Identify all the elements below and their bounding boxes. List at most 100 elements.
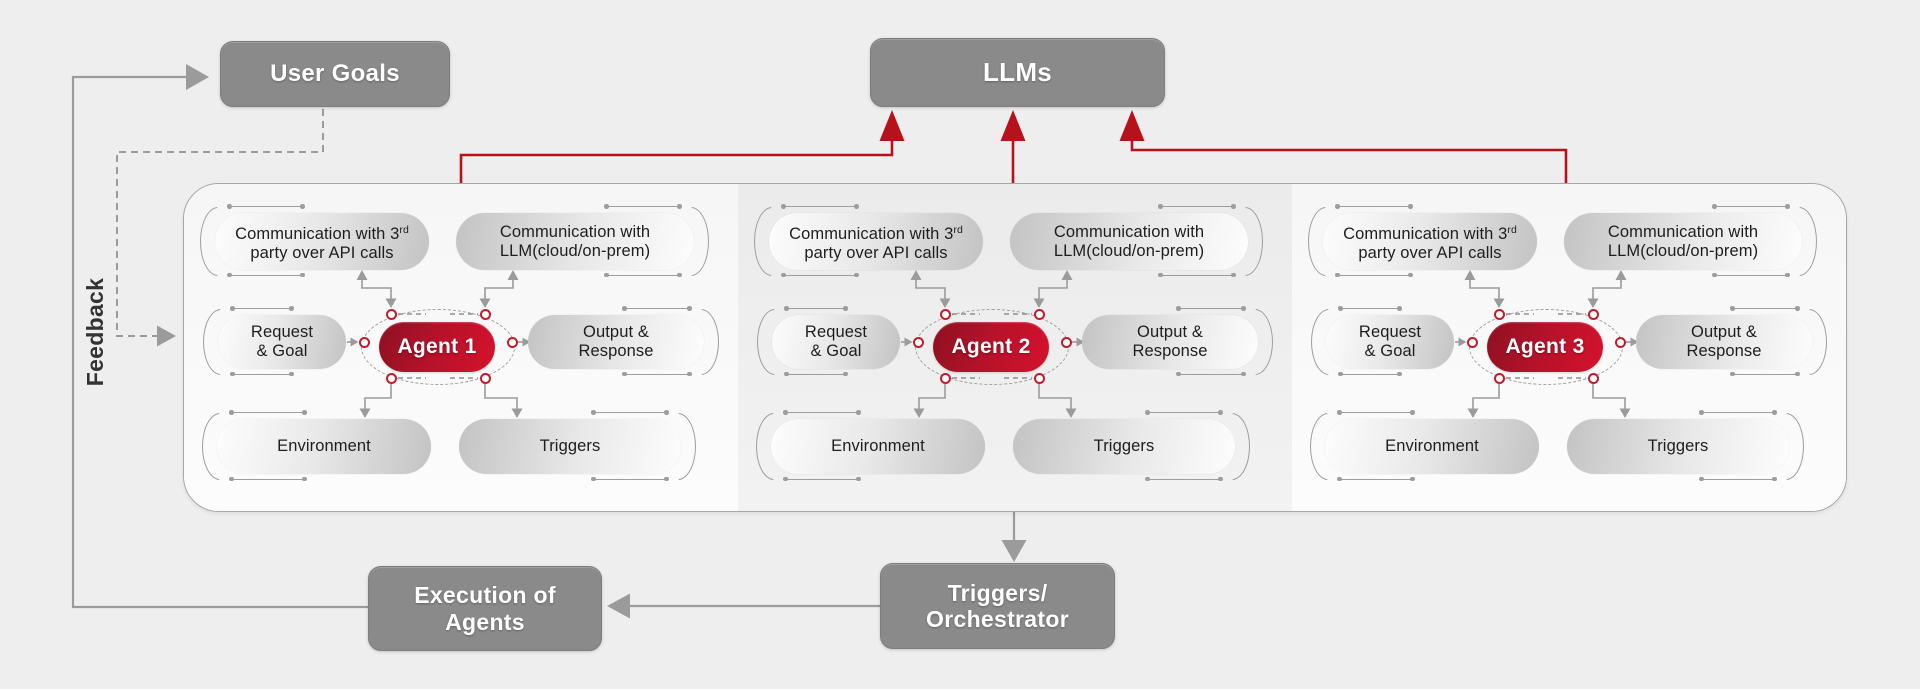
llm-communication-pill: Communication with LLM(cloud/on-prem) bbox=[1010, 204, 1263, 278]
agent-label: Agent 3 bbox=[1505, 335, 1585, 358]
pill-line-decoration bbox=[604, 272, 682, 278]
request-goal-label-line1: Request bbox=[1358, 323, 1422, 341]
output-response-label-line2: Response bbox=[578, 342, 654, 360]
output-response-label-line1: Output & bbox=[1691, 323, 1757, 341]
agent-port-left bbox=[1466, 336, 1478, 348]
third-party-label-line2: party over API calls bbox=[804, 243, 948, 262]
agent-port-bottom-right bbox=[1033, 372, 1045, 384]
output-response-label-line1: Output & bbox=[1137, 323, 1203, 341]
environment-pill: Environment bbox=[202, 410, 431, 482]
pill-line-decoration bbox=[784, 306, 848, 311]
agent-port-right bbox=[1614, 336, 1626, 348]
agent-port-top-right bbox=[1587, 308, 1599, 320]
agent-port-left bbox=[358, 336, 370, 348]
pill-line-decoration bbox=[1145, 410, 1223, 415]
environment-pill: Environment bbox=[756, 410, 985, 482]
agent-node: Agent 1 bbox=[379, 322, 495, 372]
environment-label: Environment bbox=[277, 437, 371, 455]
request-goal-pill: Request & Goal bbox=[757, 306, 900, 377]
llm-communication-pill: Communication with LLM(cloud/on-prem) bbox=[1564, 204, 1817, 278]
panel-connectors bbox=[901, 270, 1085, 418]
pill-line-decoration bbox=[230, 306, 294, 311]
pill-line-decoration bbox=[1158, 204, 1236, 209]
llm-communication-label-line2: LLM(cloud/on-prem) bbox=[1607, 241, 1759, 260]
llm-communication-label-line2: LLM(cloud/on-prem) bbox=[499, 241, 651, 260]
agent-port-bottom-right bbox=[1587, 372, 1599, 384]
agent-port-top-left bbox=[939, 308, 951, 320]
environment-label: Environment bbox=[831, 437, 925, 455]
environment-pill: Environment bbox=[1310, 410, 1539, 482]
connector-request-agent bbox=[901, 337, 913, 347]
agent-port-bottom-left bbox=[1493, 372, 1505, 384]
pill-line-decoration bbox=[591, 476, 669, 482]
pill-line-decoration bbox=[229, 410, 307, 415]
agent-port-right bbox=[1060, 336, 1072, 348]
pill-line-decoration bbox=[622, 371, 692, 377]
triggers-pill: Triggers bbox=[1013, 410, 1250, 482]
connector-agent-triggers bbox=[1592, 384, 1631, 418]
connector-agent-output bbox=[1072, 337, 1085, 347]
triggers-pill: Triggers bbox=[459, 410, 696, 482]
request-goal-label-line2: & Goal bbox=[1364, 342, 1416, 360]
agents-container: Communication with 3rd party over API ca… bbox=[183, 183, 1847, 512]
request-goal-label-line2: & Goal bbox=[256, 342, 308, 360]
triggers-label: Triggers bbox=[539, 437, 601, 455]
agent-port-right bbox=[506, 336, 518, 348]
red-arrow-agent3-to-llms bbox=[1119, 110, 1568, 184]
arrow-container-to-orchestrator bbox=[1001, 511, 1027, 562]
llm-communication-label-line1: Communication with bbox=[1607, 222, 1759, 241]
connector-agent-thirdparty bbox=[1464, 270, 1505, 308]
pill-line-decoration bbox=[781, 204, 859, 209]
pill-line-decoration bbox=[1337, 476, 1415, 482]
connector-agent-triggers bbox=[484, 384, 523, 418]
agent-port-top-left bbox=[385, 308, 397, 320]
agent-port-bottom-left bbox=[939, 372, 951, 384]
pill-line-decoration bbox=[1337, 410, 1415, 415]
execution-of-agents-node: Execution of Agents bbox=[368, 566, 602, 651]
pill-line-decoration bbox=[1699, 410, 1777, 415]
pill-line-decoration bbox=[230, 371, 294, 377]
pill-line-decoration bbox=[591, 410, 669, 415]
pill-line-decoration bbox=[1712, 272, 1790, 278]
execution-label-line1: Execution of bbox=[414, 582, 556, 609]
pill-line-decoration bbox=[1158, 272, 1236, 278]
agent-panel: Communication with 3rd party over API ca… bbox=[738, 184, 1292, 511]
connector-request-agent bbox=[1455, 337, 1467, 347]
pill-line-decoration bbox=[784, 371, 848, 377]
request-goal-label-line1: Request bbox=[804, 323, 868, 341]
pill-line-decoration bbox=[1335, 204, 1413, 209]
user-goals-label: User Goals bbox=[270, 60, 400, 88]
llm-communication-pill: Communication with LLM(cloud/on-prem) bbox=[456, 204, 709, 278]
pill-line-decoration bbox=[1145, 476, 1223, 482]
orchestrator-label-line1: Triggers/ bbox=[947, 579, 1048, 606]
red-arrow-agent1-to-llms bbox=[459, 110, 905, 184]
red-arrow-agent2-to-llms bbox=[1000, 110, 1026, 184]
request-goal-pill: Request & Goal bbox=[203, 306, 346, 377]
third-party-label-line2: party over API calls bbox=[250, 243, 394, 262]
pill-line-decoration bbox=[1176, 371, 1246, 377]
third-party-label-line1: Communication with 3rd bbox=[1343, 223, 1517, 243]
agent-port-top-right bbox=[1033, 308, 1045, 320]
connector-agent-environment bbox=[359, 384, 392, 418]
pill-line-decoration bbox=[783, 476, 861, 482]
output-response-label-line2: Response bbox=[1132, 342, 1208, 360]
llm-communication-label-line2: LLM(cloud/on-prem) bbox=[1053, 241, 1205, 260]
output-response-pill: Output & Response bbox=[1636, 306, 1827, 377]
feedback-label: Feedback bbox=[82, 277, 108, 387]
pill-line-decoration bbox=[1712, 204, 1790, 209]
connector-agent-llm bbox=[1033, 270, 1073, 308]
output-response-pill: Output & Response bbox=[1082, 306, 1273, 377]
pill-line-decoration bbox=[1699, 476, 1777, 482]
triggers-label: Triggers bbox=[1647, 437, 1709, 455]
llm-communication-label-line1: Communication with bbox=[499, 222, 651, 241]
agent-port-top-left bbox=[1493, 308, 1505, 320]
agent-port-bottom-right bbox=[479, 372, 491, 384]
orchestrator-label-line2: Orchestrator bbox=[926, 606, 1069, 632]
request-goal-label-line1: Request bbox=[250, 323, 314, 341]
triggers-orchestrator-node: Triggers/ Orchestrator bbox=[880, 563, 1115, 649]
output-response-label-line1: Output & bbox=[583, 323, 649, 341]
third-party-pill: Communication with 3rd party over API ca… bbox=[200, 204, 429, 278]
third-party-pill: Communication with 3rd party over API ca… bbox=[754, 204, 983, 278]
connector-agent-llm bbox=[479, 270, 519, 308]
llms-node: LLMs bbox=[870, 38, 1165, 107]
